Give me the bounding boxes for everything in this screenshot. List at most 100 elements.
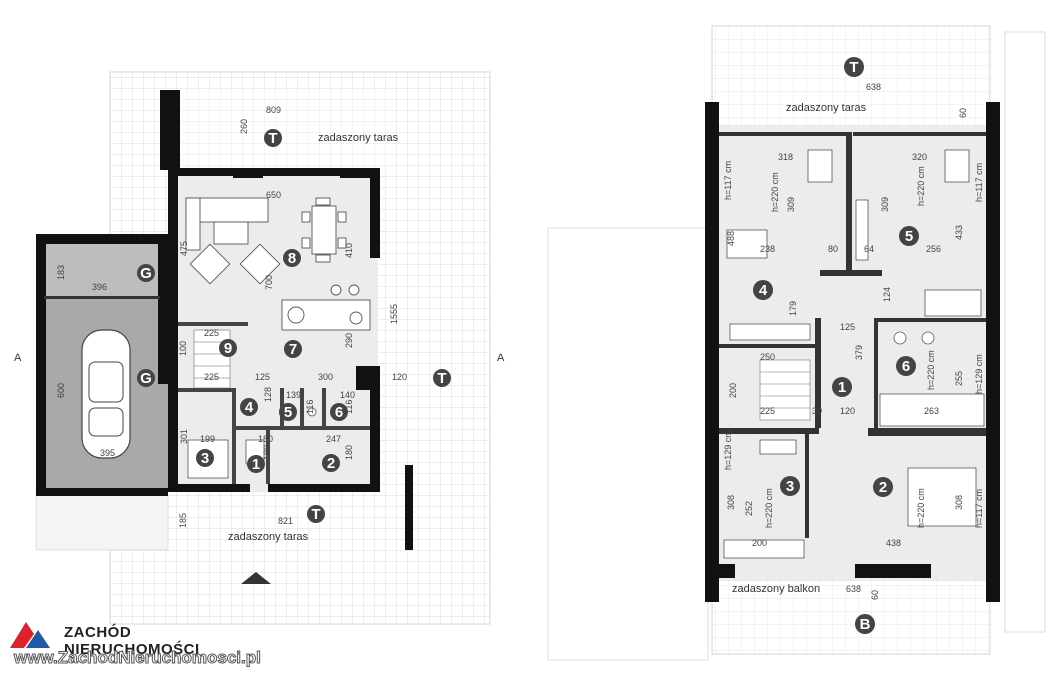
furniture (185, 197, 371, 331)
first-room-6: 6 (902, 358, 910, 375)
balcony-grid-bottom (711, 579, 991, 655)
dim: 200 (728, 383, 738, 398)
ground-dimensions: 809 260 650 475 410 700 1555 290 225 100… (56, 105, 407, 528)
first-room-4: 4 (759, 282, 768, 299)
dim: 116 (305, 400, 315, 414)
dim: 263 (924, 406, 939, 416)
section-marker-right: A (497, 352, 505, 364)
dim: 396 (92, 282, 107, 292)
ground-room-markers: 1 2 3 4 5 6 7 8 9 G G T T T (137, 129, 451, 523)
dim: 309 (786, 197, 796, 212)
dim: h=220 cm (916, 166, 926, 206)
dim: 252 (744, 501, 754, 516)
dim: 320 (912, 152, 927, 162)
dim: 180 (262, 445, 272, 460)
dim: 124 (882, 287, 892, 302)
dim: 308 (954, 495, 964, 510)
dim: 225 (760, 406, 775, 416)
ground-room-9: 9 (224, 340, 232, 357)
dim: 700 (264, 275, 274, 290)
dim: 180 (344, 445, 354, 460)
dim: 247 (326, 434, 341, 444)
dim: 300 (318, 372, 333, 382)
first-terrace-label: zadaszony taras (786, 102, 867, 114)
ground-room-1: 1 (252, 456, 260, 473)
dim: 821 (278, 516, 293, 526)
dim: 650 (266, 190, 281, 200)
first-room-2: 2 (879, 479, 887, 496)
garage-marker-top: G (140, 265, 152, 282)
dim: 255 (954, 371, 964, 386)
dim: 433 (954, 225, 964, 240)
first-room-1: 1 (838, 379, 846, 396)
brand-logo-icon (10, 622, 50, 648)
dim: 100 (178, 341, 188, 356)
dim: 1555 (389, 304, 399, 324)
garage-marker-main: G (140, 370, 152, 387)
dim: h=220 cm (926, 350, 936, 390)
dim: 638 (846, 584, 861, 594)
dim: 600 (56, 383, 66, 398)
dim: 120 (840, 406, 855, 416)
ground-room-7: 7 (289, 341, 297, 358)
ground-room-2: 2 (327, 455, 335, 472)
dim: 225 (204, 372, 219, 382)
dim: 60 (870, 590, 880, 600)
dim: 638 (866, 82, 881, 92)
dim: 140 (340, 390, 355, 400)
first-room-3: 3 (786, 478, 794, 495)
dim: 185 (178, 513, 188, 528)
first-dimensions: 638 60 318 320 h=117 cm h=220 cm 309 309… (723, 82, 984, 600)
brand-url: www.ZachodNieruchomosci.pl (14, 648, 262, 668)
terrace-marker-bottom: T (311, 506, 320, 523)
dim: 64 (864, 244, 874, 254)
brand-name: ZACHÓD NIERUCHOMOŚCI (64, 624, 200, 658)
dim: h=129 cm (723, 430, 733, 470)
ground-room-3: 3 (201, 450, 209, 467)
dim: 125 (255, 372, 270, 382)
dim: h=117 cm (723, 161, 733, 200)
terrace-marker-right: T (437, 370, 446, 387)
terrace-marker-top: T (268, 130, 277, 147)
dim: 318 (778, 152, 793, 162)
ground-room-5: 5 (284, 404, 292, 421)
dim: 309 (880, 197, 890, 212)
dim: 200 (752, 538, 767, 548)
dim: 379 (854, 345, 864, 360)
dim: h=117 cm (974, 163, 984, 202)
dim: 438 (886, 538, 901, 548)
dim: 139 (286, 390, 301, 400)
dim: 30 (812, 406, 822, 416)
dim: 116 (344, 400, 354, 414)
dim: 256 (926, 244, 941, 254)
balcony-marker: B (860, 616, 871, 633)
dim: 180 (258, 434, 273, 444)
dim: 488 (726, 231, 736, 246)
dim: 225 (204, 328, 219, 338)
terrace-marker-first: T (849, 59, 858, 76)
dim: h=129 cm (974, 354, 984, 394)
dim: 120 (392, 372, 407, 382)
dim: 183 (56, 265, 66, 280)
ground-room-6: 6 (335, 404, 343, 421)
dim: 250 (760, 352, 775, 362)
dim: 128 (263, 387, 273, 402)
dim: 395 (100, 448, 115, 458)
dim: h=117 cm (974, 489, 984, 528)
dim: 475 (179, 241, 189, 256)
first-floor-plan: 1 2 3 4 5 6 T B zadaszony taras zadaszon… (547, 25, 1046, 661)
dim: 238 (760, 244, 775, 254)
dim: 290 (344, 333, 354, 348)
dim: 410 (344, 243, 354, 258)
dim: 260 (239, 119, 249, 134)
dim: 301 (179, 429, 189, 444)
stairs (193, 329, 231, 389)
dim: 125 (840, 322, 855, 332)
dim: 60 (958, 108, 968, 118)
dim: 199 (200, 434, 215, 444)
first-balcony-label: zadaszony balkon (732, 583, 820, 595)
ground-terrace-label-bottom: zadaszony taras (228, 531, 309, 543)
ground-room-4: 4 (245, 399, 254, 416)
dim: 308 (726, 495, 736, 510)
